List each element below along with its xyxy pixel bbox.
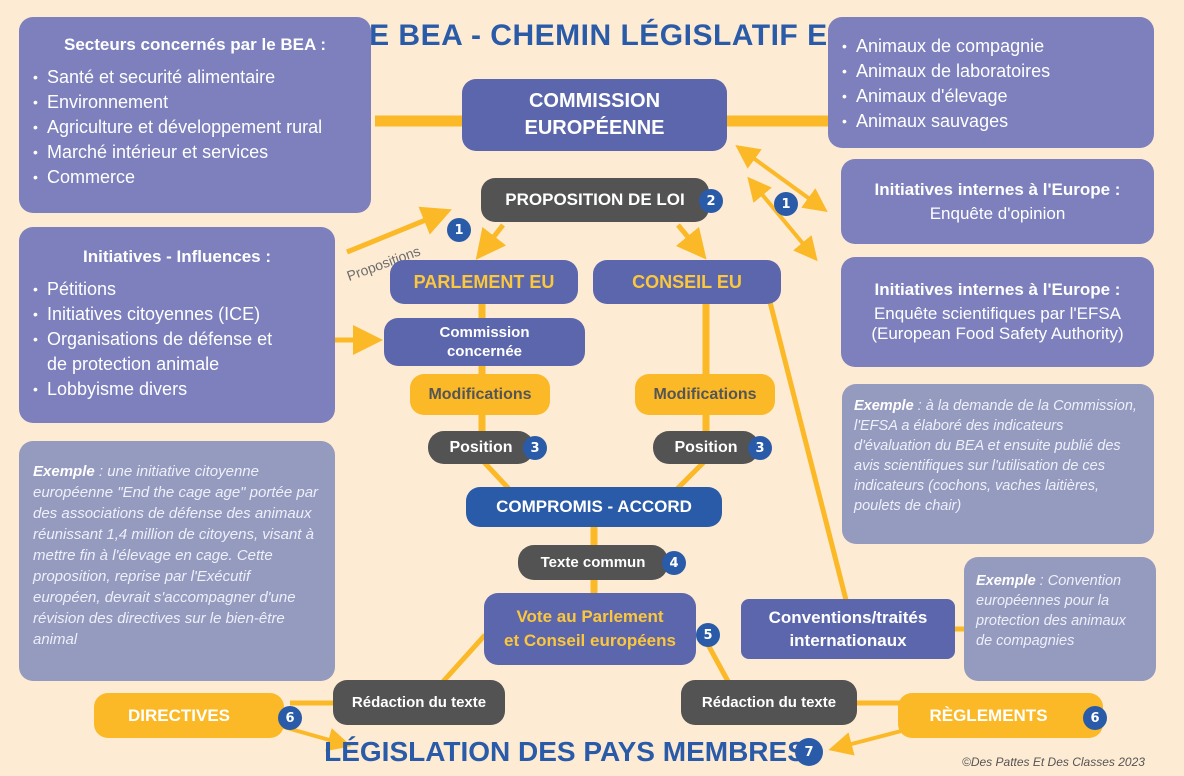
arrow-prop-parlement <box>475 223 507 260</box>
line-vote-redaction-left <box>438 633 487 687</box>
redaction-right-node[interactable]: Rédaction du texte <box>681 680 857 725</box>
sector-item: Marché intérieur et services <box>31 140 359 165</box>
animal-item: Animaux sauvages <box>840 109 1144 134</box>
animal-item: Animaux de compagnie <box>840 34 1144 59</box>
conventions-node[interactable]: Conventions/traités internationaux <box>741 599 955 659</box>
sector-item: Santé et securité alimentaire <box>31 65 359 90</box>
texte-commun-label: Texte commun <box>540 554 646 571</box>
initiative-item: Initiatives citoyennes (ICE) <box>31 302 323 327</box>
commission-europeenne-node[interactable]: COMMISSION EUROPÉENNE <box>462 79 727 151</box>
step-badge-2: 2 <box>699 189 723 213</box>
step-badge-7: 7 <box>795 738 823 766</box>
example-right-label: Exemple <box>854 398 914 414</box>
step-badge-6-reglements: 6 <box>1083 706 1107 730</box>
parlement-label: PARLEMENT EU <box>413 271 555 292</box>
sector-item: Commerce <box>31 165 359 190</box>
texte-commun-node[interactable]: Texte commun <box>518 545 668 580</box>
commission-concernee-line1: Commission <box>439 324 530 341</box>
internal-opinion-title: Initiatives internes à l'Europe : <box>874 179 1121 199</box>
vote-node[interactable]: Vote au Parlement et Conseil européens <box>484 593 696 665</box>
sector-item: Environnement <box>31 90 359 115</box>
line-conseil-conventions <box>767 301 849 601</box>
sectors-box: Secteurs concernés par le BEA : Santé et… <box>19 17 371 213</box>
step-badge-1: 1 <box>447 218 471 242</box>
commission-line2: EUROPÉENNE <box>524 117 665 139</box>
vote-line2: et Conseil européens <box>504 631 676 650</box>
legislation-title: LÉGISLATION DES PAYS MEMBRES <box>324 736 806 767</box>
example-convention-text: : Convention européennes pour la protect… <box>976 573 1126 649</box>
redaction-left-node[interactable]: Rédaction du texte <box>333 680 505 725</box>
initiative-item: Lobbyisme divers <box>31 377 323 402</box>
modifications-left-node[interactable]: Modifications <box>410 374 550 415</box>
commission-concernee-line2: concernée <box>446 343 523 360</box>
commission-line1: COMMISSION <box>528 90 661 112</box>
sectors-title: Secteurs concernés par le BEA : <box>63 35 327 54</box>
conseil-eu-node[interactable]: CONSEIL EU <box>593 260 781 304</box>
modifications-left-label: Modifications <box>428 385 532 403</box>
internal-science-box: Initiatives internes à l'Europe : Enquêt… <box>841 257 1154 367</box>
line-pos-right-compromis <box>674 458 708 492</box>
step-badge-1-internal: 1 <box>774 192 798 216</box>
reglements-node[interactable]: RÈGLEMENTS <box>898 693 1103 738</box>
example-left-label: Exemple <box>33 463 95 480</box>
parlement-eu-node[interactable]: PARLEMENT EU <box>390 260 578 304</box>
internal-science-line1: Enquête scientifiques par l'EFSA <box>873 304 1122 323</box>
redaction-right-label: Rédaction du texte <box>701 694 837 711</box>
position-right-node[interactable]: Position <box>653 431 759 464</box>
redaction-left-label: Rédaction du texte <box>351 694 487 711</box>
position-left-label: Position <box>449 438 513 456</box>
initiative-item: Organisations de défense et de protectio… <box>31 327 277 377</box>
conventions-line2: internationaux <box>789 631 907 650</box>
internal-opinion-box: Initiatives internes à l'Europe : Enquêt… <box>841 159 1154 244</box>
step-badge-3-right: 3 <box>748 436 772 460</box>
step-badge-5: 5 <box>696 623 720 647</box>
modifications-right-label: Modifications <box>653 385 757 403</box>
copyright: ©Des Pattes Et Des Classes 2023 <box>962 755 1145 769</box>
arrow-propositions <box>346 206 452 255</box>
example-convention-label: Exemple <box>976 573 1036 589</box>
conventions-line1: Conventions/traités <box>768 608 928 627</box>
initiatives-list: Pétitions Initiatives citoyennes (ICE) O… <box>31 277 323 402</box>
animals-box: Animaux de compagnie Animaux de laborato… <box>828 17 1154 148</box>
step-badge-6-directives: 6 <box>278 706 302 730</box>
animals-list: Animaux de compagnie Animaux de laborato… <box>840 34 1144 134</box>
line-pos-left-compromis <box>480 458 512 492</box>
arrow-commission-science <box>747 176 818 262</box>
directives-label: DIRECTIVES <box>127 705 231 725</box>
directives-node[interactable]: DIRECTIVES <box>94 693 284 738</box>
compromis-label: COMPROMIS - ACCORD <box>496 497 692 516</box>
proposition-de-loi-node[interactable]: PROPOSITION DE LOI <box>481 178 709 222</box>
commission-concernee-node[interactable]: Commission concernée <box>384 318 585 366</box>
conseil-label: CONSEIL EU <box>632 271 742 292</box>
arrow-prop-conseil <box>675 223 707 260</box>
reglements-label: RÈGLEMENTS <box>929 705 1048 725</box>
example-left-text: : une initiative citoyenne européenne "E… <box>33 463 319 648</box>
sector-item: Agriculture et développement rural <box>31 115 359 140</box>
initiative-item: Pétitions <box>31 277 323 302</box>
example-right-text: : à la demande de la Commission, l'EFSA … <box>854 398 1137 514</box>
page-title: LE BEA - CHEMIN LÉGISLATIF EU <box>350 19 850 52</box>
compromis-accord-node[interactable]: COMPROMIS - ACCORD <box>466 487 722 527</box>
vote-line1: Vote au Parlement <box>516 607 664 626</box>
step-badge-4: 4 <box>662 551 686 575</box>
arrow-reglements-legislation <box>828 728 906 756</box>
internal-opinion-text: Enquête d'opinion <box>929 203 1066 223</box>
step-badge-3-left: 3 <box>523 436 547 460</box>
initiatives-title: Initiatives - Influences : <box>83 247 271 266</box>
internal-science-line2: (European Food Safety Authority) <box>871 324 1124 343</box>
position-right-label: Position <box>674 438 738 456</box>
animal-item: Animaux d'élevage <box>840 84 1144 109</box>
animal-item: Animaux de laboratoires <box>840 59 1144 84</box>
example-right-box: Exemple : à la demande de la Commission,… <box>842 384 1154 544</box>
sectors-list: Santé et securité alimentaire Environnem… <box>31 65 359 190</box>
internal-science-title: Initiatives internes à l'Europe : <box>874 280 1121 299</box>
proposition-label: PROPOSITION DE LOI <box>505 190 685 209</box>
modifications-right-node[interactable]: Modifications <box>635 374 775 415</box>
position-left-node[interactable]: Position <box>428 431 534 464</box>
example-convention-box: Exemple : Convention européennes pour la… <box>964 557 1156 681</box>
initiatives-box: Initiatives - Influences : Pétitions Ini… <box>19 227 335 423</box>
example-left-box: Exemple : une initiative citoyenne europ… <box>19 441 335 681</box>
